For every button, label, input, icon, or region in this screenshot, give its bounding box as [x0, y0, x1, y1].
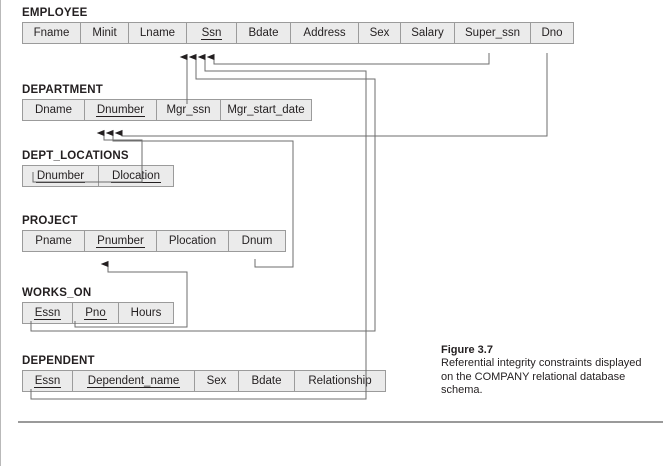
figure-divider-rule [18, 421, 663, 423]
attribute-department-mgr-ssn[interactable]: Mgr_ssn [156, 99, 220, 121]
relation-name-works-on: WORKS_ON [22, 287, 92, 299]
attribute-project-pname[interactable]: Pname [22, 230, 84, 252]
relation-name-employee: EMPLOYEE [22, 7, 88, 19]
attribute-employee-super-ssn[interactable]: Super_ssn [454, 22, 530, 44]
relation-name-dept-locations: DEPT_LOCATIONS [22, 150, 129, 162]
relation-name-dependent: DEPENDENT [22, 355, 95, 367]
relation-employee: EMPLOYEE Fname Minit Lname Ssn Bdate Add… [22, 7, 574, 44]
attribute-dependent-relationship[interactable]: Relationship [294, 370, 386, 392]
attribute-employee-dno[interactable]: Dno [530, 22, 574, 44]
relation-project: PROJECT Pname Pnumber Plocation Dnum [22, 215, 286, 252]
relation-name-department: DEPARTMENT [22, 84, 104, 96]
attribute-row-works-on: Essn Pno Hours [22, 302, 174, 324]
attribute-project-dnum[interactable]: Dnum [228, 230, 286, 252]
attribute-row-department: Dname Dnumber Mgr_ssn Mgr_start_date [22, 99, 312, 121]
attribute-project-pnumber[interactable]: Pnumber [84, 230, 156, 252]
figure-caption-title: Figure 3.7 [441, 344, 493, 356]
attribute-dependent-sex[interactable]: Sex [194, 370, 238, 392]
attribute-employee-fname[interactable]: Fname [22, 22, 80, 44]
attribute-row-project: Pname Pnumber Plocation Dnum [22, 230, 286, 252]
attribute-dept-locations-dnumber[interactable]: Dnumber [22, 165, 98, 187]
attribute-employee-ssn[interactable]: Ssn [186, 22, 236, 44]
attribute-row-dependent: Essn Dependent_name Sex Bdate Relationsh… [22, 370, 386, 392]
relation-dept-locations: DEPT_LOCATIONS Dnumber Dlocation [22, 150, 174, 187]
attribute-dependent-essn[interactable]: Essn [22, 370, 72, 392]
fk-employee-super-ssn-to-employee-ssn [206, 53, 490, 65]
attribute-dept-locations-dlocation[interactable]: Dlocation [98, 165, 174, 187]
figure-caption: Figure 3.7 Referential integrity constra… [441, 344, 656, 398]
relation-department: DEPARTMENT Dname Dnumber Mgr_ssn Mgr_sta… [22, 84, 312, 121]
attribute-dependent-dependent-name[interactable]: Dependent_name [72, 370, 194, 392]
attribute-employee-salary[interactable]: Salary [400, 22, 454, 44]
attribute-department-dnumber[interactable]: Dnumber [84, 99, 156, 121]
attribute-row-employee: Fname Minit Lname Ssn Bdate Address Sex … [22, 22, 574, 44]
attribute-project-plocation[interactable]: Plocation [156, 230, 228, 252]
relation-dependent: DEPENDENT Essn Dependent_name Sex Bdate … [22, 355, 386, 392]
attribute-works-on-pno[interactable]: Pno [72, 302, 118, 324]
attribute-department-mgr-start-date[interactable]: Mgr_start_date [220, 99, 312, 121]
attribute-employee-address[interactable]: Address [290, 22, 358, 44]
attribute-employee-bdate[interactable]: Bdate [236, 22, 290, 44]
attribute-row-dept-locations: Dnumber Dlocation [22, 165, 174, 187]
attribute-employee-lname[interactable]: Lname [128, 22, 186, 44]
attribute-department-dname[interactable]: Dname [22, 99, 84, 121]
attribute-works-on-essn[interactable]: Essn [22, 302, 72, 324]
attribute-works-on-hours[interactable]: Hours [118, 302, 174, 324]
figure-caption-body: Referential integrity constraints displa… [441, 357, 642, 396]
page-left-edge [0, 0, 1, 466]
attribute-employee-minit[interactable]: Minit [80, 22, 128, 44]
attribute-dependent-bdate[interactable]: Bdate [238, 370, 294, 392]
relation-name-project: PROJECT [22, 215, 78, 227]
attribute-employee-sex[interactable]: Sex [358, 22, 400, 44]
relation-works-on: WORKS_ON Essn Pno Hours [22, 287, 174, 324]
